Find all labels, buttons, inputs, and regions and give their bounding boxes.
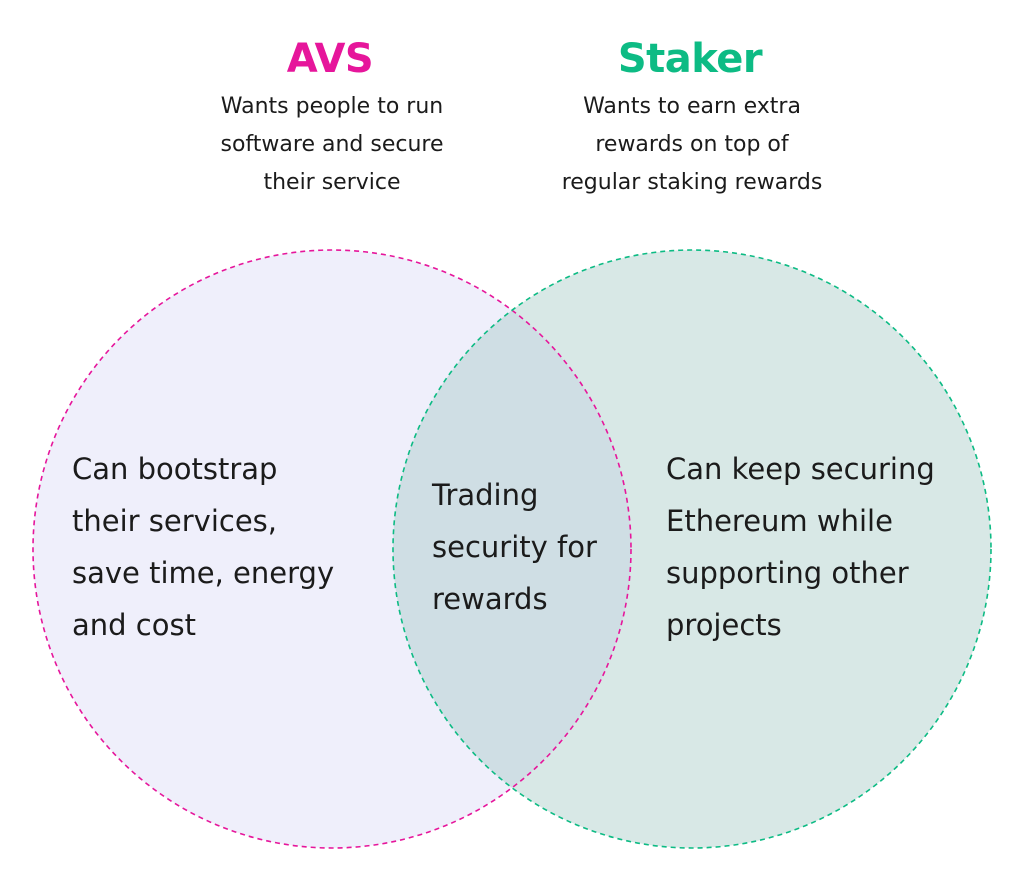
- avs-subtitle-line: Wants people to run: [220, 94, 444, 119]
- avs-region-line: save time, energy: [72, 556, 335, 590]
- overlap-region-line: rewards: [432, 582, 548, 616]
- avs-region-text: Can bootstrap their services, save time,…: [72, 443, 334, 651]
- overlap-fill: [393, 250, 631, 848]
- overlap-region-line: security for: [432, 530, 597, 564]
- avs-circle-outline: [32, 249, 632, 849]
- staker-region-line: Can keep securing: [666, 452, 935, 486]
- avs-subtitle-line: software and secure: [220, 132, 444, 157]
- staker-title: Staker: [617, 36, 763, 82]
- staker-region-text: Can keep securing Ethereum while support…: [666, 443, 935, 651]
- staker-region-line: supporting other: [666, 556, 909, 590]
- avs-subtitle-line: their service: [263, 170, 401, 195]
- overlap-region-line: Trading: [432, 478, 539, 512]
- avs-region-line: their services,: [72, 504, 277, 538]
- staker-region-line: Ethereum while: [666, 504, 893, 538]
- staker-subtitle-line: Wants to earn extra: [583, 94, 801, 119]
- staker-region-line: projects: [666, 608, 782, 642]
- staker-subtitle-line: rewards on top of: [595, 132, 789, 157]
- staker-subtitle: Wants to earn extra rewards on top of re…: [492, 88, 892, 202]
- avs-subtitle: Wants people to run software and secure …: [132, 88, 532, 202]
- avs-region-line: Can bootstrap: [72, 452, 278, 486]
- avs-region-line: and cost: [72, 608, 196, 642]
- avs-title: AVS: [286, 36, 374, 82]
- overlap-region-text: Trading security for rewards: [432, 469, 597, 625]
- staker-subtitle-line: regular staking rewards: [561, 170, 823, 195]
- staker-circle-outline: [392, 249, 992, 849]
